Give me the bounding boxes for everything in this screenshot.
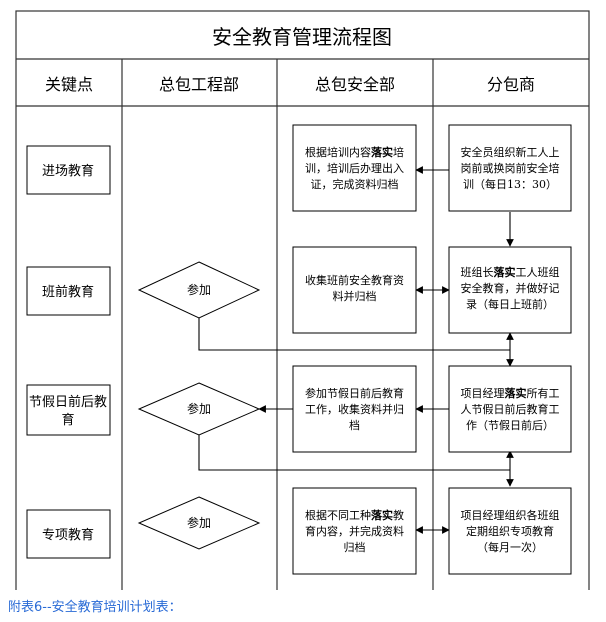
column-header-key-points: 关键点 xyxy=(45,75,93,94)
subcontractor-process-text: 项目经理组织各班组定期组织专项教育（每月一次） xyxy=(461,508,560,554)
column-header-engineering: 总包工程部 xyxy=(159,75,239,94)
subcontractor-column: 安全员组织新工人上岗前或换岗前安全培训（每日13：30） 班组长落实工人班组安全… xyxy=(448,124,572,575)
column-header-subcontractor: 分包商 xyxy=(487,75,535,94)
safety-process-text: 根据不同工种落实教育内容，并完成资料归档 xyxy=(305,508,404,554)
diamond-label: 参加 xyxy=(187,515,211,530)
flowchart-diagram: 安全教育管理流程图 关键点 总包工程部 总包安全部 分包商 进场教育 班前教育 … xyxy=(15,10,590,590)
engineering-column: 参加 参加 参加 xyxy=(137,261,261,550)
key-point-box xyxy=(26,509,111,559)
connector-diamond3-loop xyxy=(198,435,510,471)
key-point-box xyxy=(26,145,111,195)
safety-process-box xyxy=(292,487,417,575)
connector-lines xyxy=(198,166,514,534)
subcontractor-process-text: 班组长落实工人班组安全教育，并做好记录（每日上班前） xyxy=(461,265,560,311)
key-point-label: 育 xyxy=(61,412,74,428)
key-point-label: 专项教育 xyxy=(42,527,94,543)
subcontractor-process-text: 项目经理落实所有工人节假日前后教育工作（节假日前后） xyxy=(461,386,560,432)
key-point-box xyxy=(26,266,111,316)
diamond-participate xyxy=(137,382,261,436)
subcontractor-process-box xyxy=(448,124,572,212)
diagram-title: 安全教育管理流程图 xyxy=(212,25,392,49)
safety-process-text: 收集班前安全教育资料并归档 xyxy=(305,273,404,303)
subcontractor-process-text: 安全员组织新工人上岗前或换岗前安全培训（每日13：30） xyxy=(461,145,560,191)
diamond-participate xyxy=(137,496,261,550)
caption-link[interactable]: 附表6--安全教育培训计划表： xyxy=(8,600,182,615)
subcontractor-process-box xyxy=(448,246,572,334)
diamond-label: 参加 xyxy=(187,282,211,297)
safety-process-text: 参加节假日前后教育工作，收集资料并归档 xyxy=(305,386,404,432)
key-point-label: 班前教育 xyxy=(42,284,94,300)
key-points-column: 进场教育 班前教育 节假日前后教 育 专项教育 xyxy=(26,145,111,559)
connector-diamond2-loop xyxy=(198,318,510,351)
column-header-safety: 总包安全部 xyxy=(315,75,395,94)
safety-process-box xyxy=(292,124,417,212)
key-point-label: 节假日前后教 xyxy=(29,394,107,410)
subcontractor-process-box xyxy=(448,365,572,453)
key-point-box xyxy=(26,384,111,436)
diamond-label: 参加 xyxy=(187,401,211,416)
key-point-label: 进场教育 xyxy=(42,163,94,179)
safety-process-box xyxy=(292,365,417,453)
safety-process-box xyxy=(292,246,417,334)
diamond-participate xyxy=(137,261,261,319)
safety-column: 根据培训内容落实培训，培训后办理出入证，完成资料归档 收集班前安全教育资料并归档… xyxy=(292,124,417,575)
subcontractor-process-box xyxy=(448,487,572,575)
safety-process-text: 根据培训内容落实培训，培训后办理出入证，完成资料归档 xyxy=(305,145,404,191)
